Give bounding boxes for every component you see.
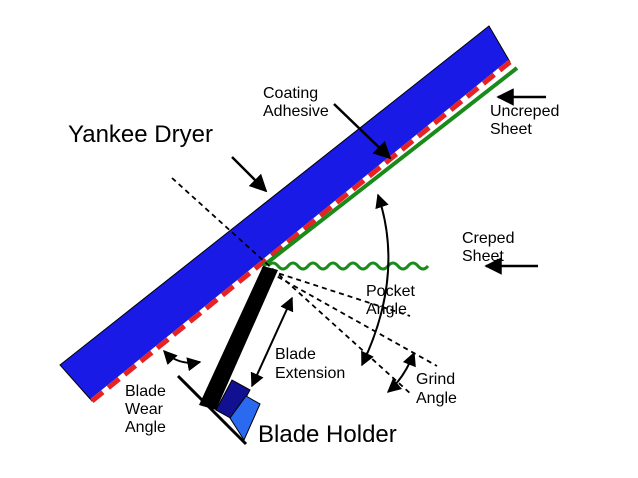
adhesive-label: Adhesive — [263, 103, 329, 120]
blade-holder-upper — [215, 379, 251, 421]
coating-adhesive-arrow — [333, 103, 392, 160]
pocket-angle-arc — [361, 193, 390, 367]
blade-wear-label-2: Wear — [125, 401, 164, 418]
blade-holder-label: Blade Holder — [258, 421, 397, 448]
pocket-label: Pocket — [366, 283, 415, 300]
grind-angle-label: Angle — [416, 390, 457, 407]
yankee-dryer-arrow — [231, 156, 268, 193]
yankee-dryer-label: Yankee Dryer — [68, 121, 213, 148]
coating-adhesive-dashes — [90, 60, 512, 403]
creped-label: Creped — [462, 230, 514, 247]
uncreped-label: Uncreped — [490, 103, 559, 120]
grind-reference-dashed-line — [261, 267, 438, 367]
uncreped-sheet-line — [261, 66, 519, 268]
uncreped-sheet-label: Sheet — [490, 121, 532, 138]
grind-label: Grind — [416, 371, 455, 388]
blade-extension-arrow — [250, 296, 294, 388]
blade-extension-label-2: Extension — [275, 365, 345, 382]
blade-holder-edge-line — [176, 374, 248, 446]
pocket-angle-label: Angle — [366, 301, 407, 318]
blade-extension-label-1: Blade — [275, 346, 316, 363]
blade-wear-label-1: Blade — [125, 383, 166, 400]
blade-holder-lower — [229, 395, 261, 442]
grind-angle-arc — [386, 351, 416, 393]
yankee-dryer-surface — [59, 25, 511, 402]
blade-wear-label-3: Angle — [125, 419, 166, 436]
coating-label: Coating — [263, 85, 318, 102]
creped-sheet-wave — [266, 261, 430, 271]
creped-sheet-label: Sheet — [462, 248, 504, 265]
blade-wear-angle-arc — [163, 349, 202, 372]
